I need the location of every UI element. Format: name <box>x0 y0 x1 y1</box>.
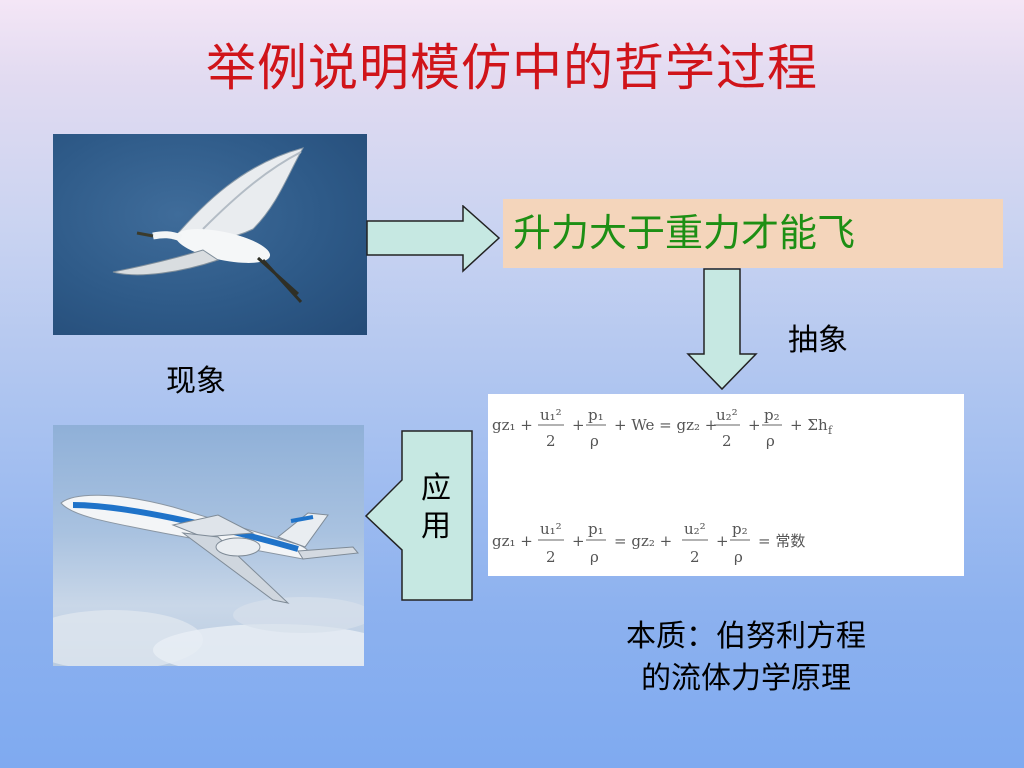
svg-text:+ Σh: + Σh <box>790 416 828 434</box>
apply-label-line2: 用 <box>421 509 451 544</box>
bird-photo <box>53 134 367 335</box>
essence-line2: 的流体力学原理 <box>641 661 851 696</box>
svg-text:+ We = gz₂ +: + We = gz₂ + <box>614 416 717 434</box>
left-arrow-icon <box>364 430 473 601</box>
svg-text:ρ: ρ <box>734 548 743 566</box>
svg-text:2: 2 <box>546 548 556 566</box>
svg-text:u₂²: u₂² <box>716 406 738 424</box>
abstract-label: 抽象 <box>788 323 848 358</box>
svg-text:p₁: p₁ <box>588 520 604 538</box>
svg-text:+: + <box>572 532 585 550</box>
svg-text:p₂: p₂ <box>732 520 748 538</box>
essence-label: 本质：伯努利方程 的流体力学原理 <box>548 616 944 700</box>
svg-text:+: + <box>748 416 761 434</box>
essence-line1: 本质：伯努利方程 <box>626 619 866 654</box>
svg-text:p₂: p₂ <box>764 406 780 424</box>
svg-text:u₂²: u₂² <box>684 520 706 538</box>
svg-text:+: + <box>716 532 729 550</box>
phenomenon-label: 现象 <box>166 364 226 399</box>
svg-text:ρ: ρ <box>766 432 775 450</box>
svg-text:f: f <box>828 424 833 437</box>
plane-photo <box>53 425 364 666</box>
svg-text:ρ: ρ <box>590 548 599 566</box>
svg-text:2: 2 <box>546 432 556 450</box>
svg-text:= 常数: = 常数 <box>758 532 805 550</box>
concept-box: 升力大于重力才能飞 <box>503 199 1003 268</box>
slide-title: 举例说明模仿中的哲学过程 <box>206 39 818 97</box>
svg-text:u₁²: u₁² <box>540 520 562 538</box>
right-arrow-icon <box>366 205 501 273</box>
svg-text:2: 2 <box>722 432 732 450</box>
apply-label: 应 用 <box>402 470 470 546</box>
svg-text:p₁: p₁ <box>588 406 604 424</box>
apply-label-line1: 应 <box>421 471 451 506</box>
svg-text:gz₁ +: gz₁ + <box>492 532 533 550</box>
svg-text:ρ: ρ <box>590 432 599 450</box>
egret-icon <box>112 147 305 304</box>
svg-text:+: + <box>572 416 585 434</box>
svg-text:= gz₂ +: = gz₂ + <box>614 532 672 550</box>
down-arrow-icon <box>686 268 758 391</box>
svg-text:gz₁ +: gz₁ + <box>492 416 533 434</box>
bernoulli-equations: gz₁ + u₁² 2 + p₁ ρ + We = gz₂ + u₂² 2 + p₂ ρ… <box>488 394 964 576</box>
airplane-icon <box>53 494 364 666</box>
svg-text:2: 2 <box>690 548 700 566</box>
svg-text:u₁²: u₁² <box>540 406 562 424</box>
